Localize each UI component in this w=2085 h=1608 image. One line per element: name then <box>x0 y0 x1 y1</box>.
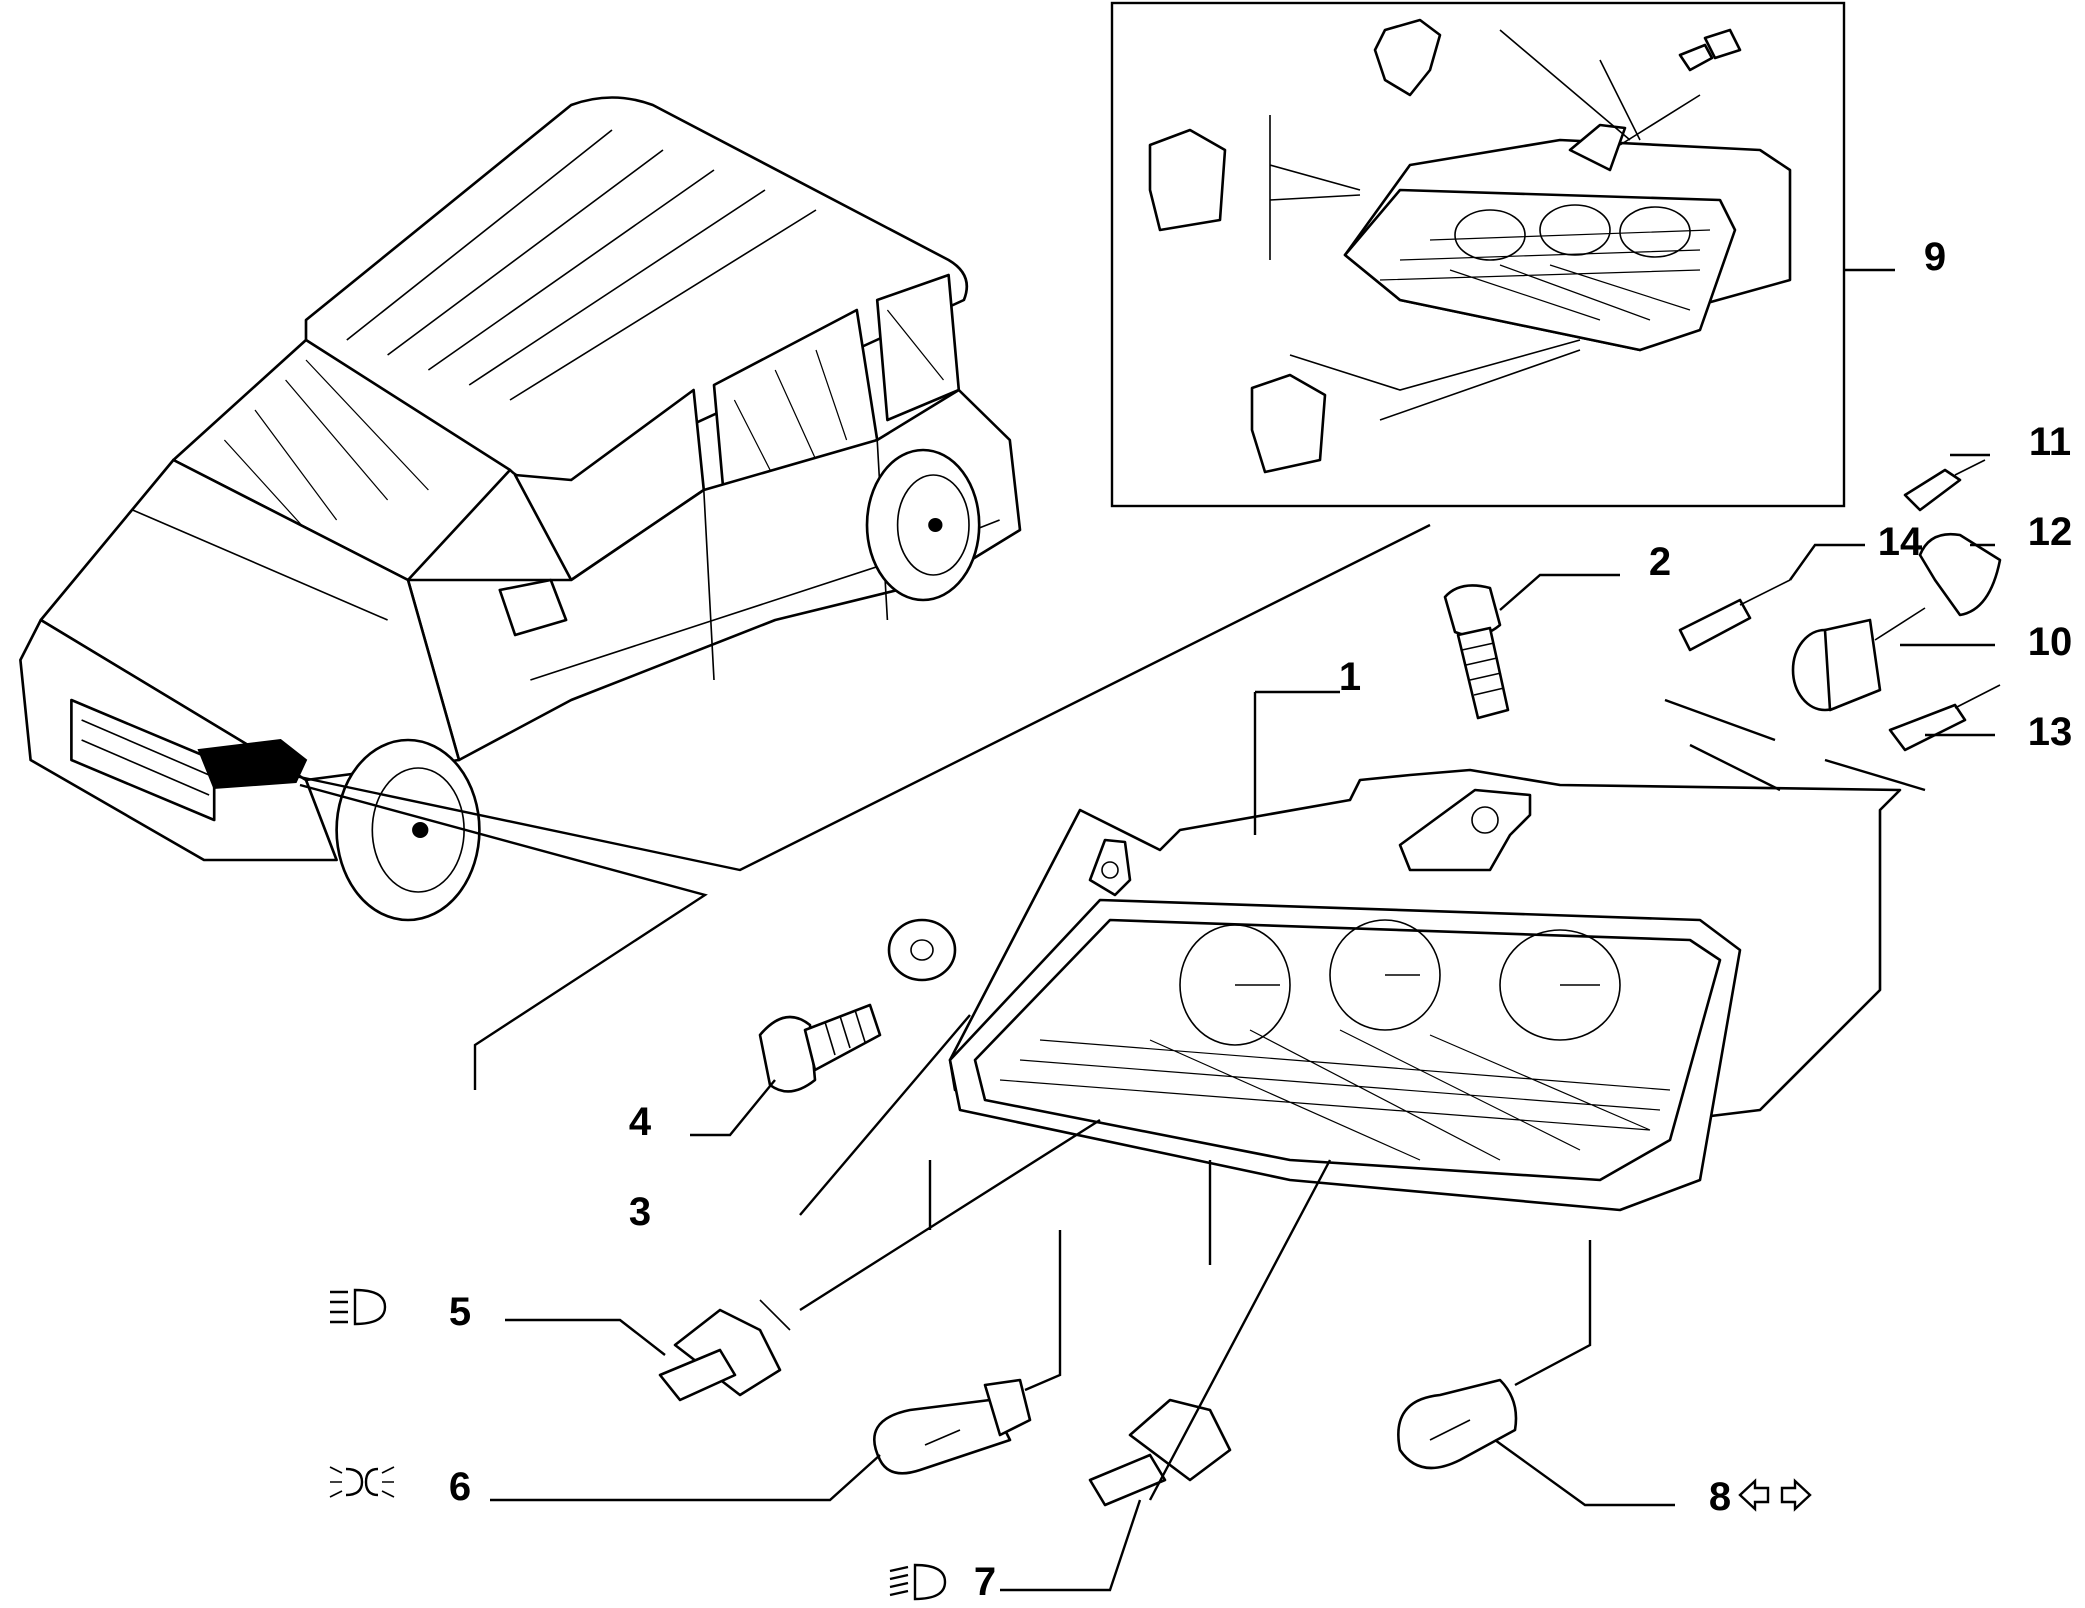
callout-6: 6 <box>449 1465 471 1509</box>
part-11-pin <box>1903 459 1986 512</box>
vehicle-headlamp-highlight <box>197 738 308 790</box>
part-13-terminal <box>1888 684 2001 752</box>
part-3-washer <box>887 918 957 982</box>
part-10-connector <box>1791 607 1926 712</box>
callout-4: 4 <box>629 1100 652 1144</box>
callout-3: 3 <box>629 1190 651 1234</box>
callout-5: 5 <box>449 1290 471 1334</box>
callout-7: 7 <box>974 1560 996 1603</box>
part-7-bulb <box>1088 1398 1232 1507</box>
rear-wheel <box>865 448 981 602</box>
callout-13: 13 <box>2028 710 2073 754</box>
part-12-clamp <box>1918 532 2002 617</box>
callout-1: 1 <box>1339 655 1361 699</box>
turn-signal-arrows-icon <box>1738 1478 1812 1512</box>
callout-10: 10 <box>2028 620 2073 664</box>
callout-11: 11 <box>2029 420 2071 464</box>
part-14-terminal <box>1678 579 1791 652</box>
callout-8: 8 <box>1709 1475 1731 1519</box>
low-beam-icon <box>889 1563 947 1601</box>
part-5-bulb <box>658 1299 791 1402</box>
part-4-bolt <box>758 1003 882 1093</box>
side-light-icon <box>329 1466 395 1498</box>
high-beam-icon <box>330 1288 387 1326</box>
leader-lines <box>490 268 1995 1592</box>
callout-2: 2 <box>1649 540 1671 584</box>
inset-headlamp-box <box>1110 1 1846 508</box>
part-6-bulb <box>873 1378 1032 1475</box>
callout-9: 9 <box>1924 235 1946 279</box>
callout-14: 14 <box>1878 520 1923 564</box>
main-headlamp-assembly <box>948 768 1902 1212</box>
part-8-bulb <box>1397 1378 1518 1470</box>
part-2-screw <box>1443 584 1510 720</box>
callout-12: 12 <box>2028 510 2073 554</box>
vehicle-illustration <box>19 96 1022 922</box>
front-wheel <box>335 738 481 922</box>
